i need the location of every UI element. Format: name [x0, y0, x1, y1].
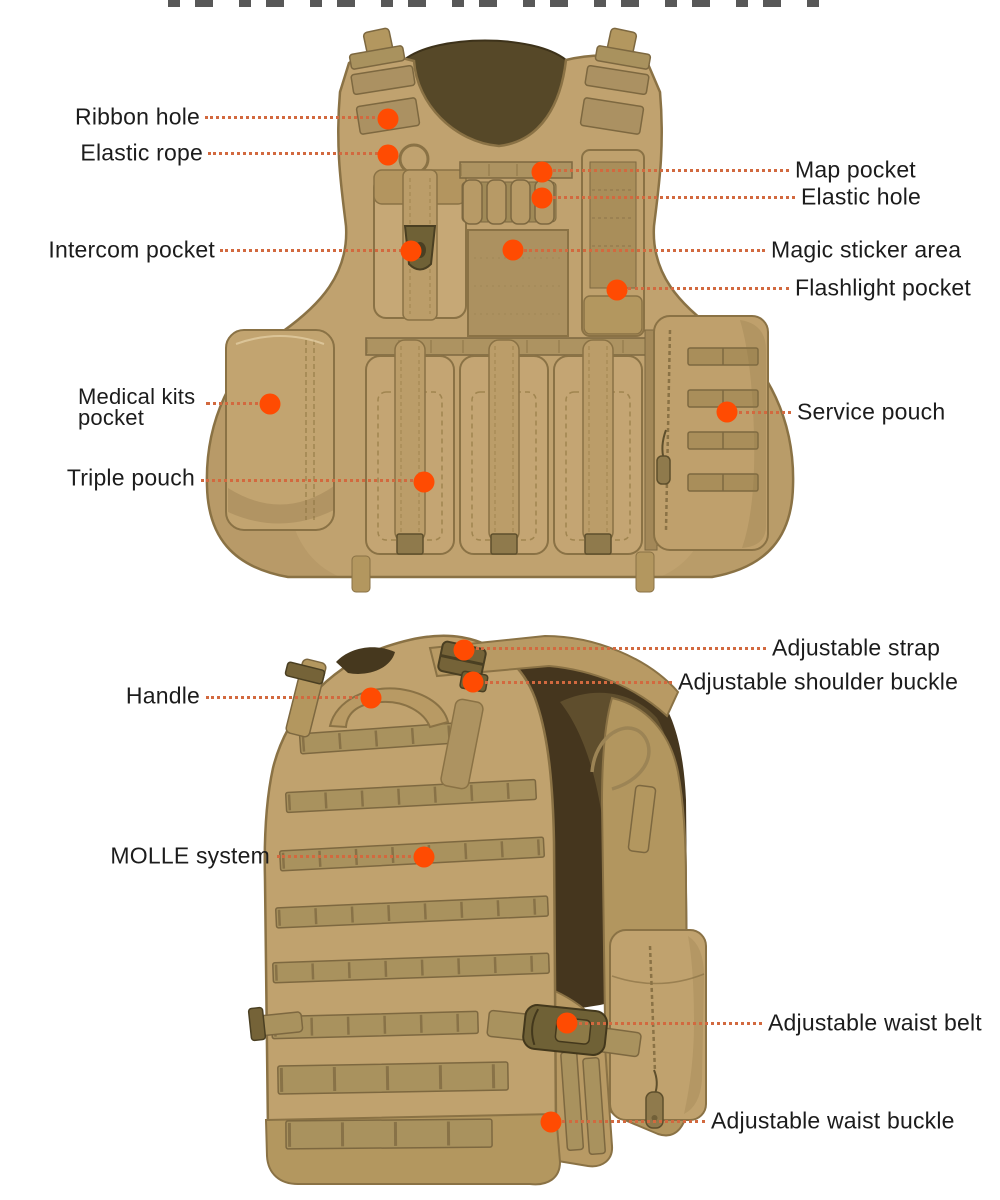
callout-dot	[413, 471, 435, 493]
leader-line	[476, 647, 766, 650]
leader-line	[562, 1119, 705, 1123]
callout-dot	[531, 187, 553, 209]
callout-label: Elastic hole	[801, 183, 922, 210]
callout-dot	[540, 1111, 562, 1133]
callout-dot	[531, 161, 553, 183]
callout-label: Magic sticker area	[771, 236, 962, 263]
ribbon-hole-webbing	[350, 64, 416, 96]
callout-label: Handle	[125, 682, 200, 709]
leader-line	[579, 1021, 762, 1025]
callout-label: Map pocket	[795, 156, 916, 183]
elastic-cord	[590, 726, 651, 791]
flashlight-pocket	[581, 149, 645, 337]
callout-dot	[462, 671, 484, 693]
leader-line	[208, 151, 384, 155]
leader-line	[553, 195, 795, 199]
callout-label: Intercom pocket	[48, 236, 215, 263]
callout-dot	[502, 239, 524, 261]
leader-line	[201, 478, 419, 482]
callout-label: Service pouch	[797, 398, 946, 425]
leader-line	[220, 249, 407, 252]
callout-dot	[377, 144, 399, 166]
callout-dot	[716, 401, 738, 423]
callout-label: Adjustable strap	[772, 634, 941, 661]
side-pouch	[609, 929, 707, 1129]
zipper-pull	[645, 1091, 664, 1129]
side-vest-illustration	[247, 634, 707, 1186]
adjustable-strap	[428, 634, 680, 718]
callout-dot	[556, 1012, 578, 1034]
callout-dot	[259, 393, 281, 415]
callout-label: Triple pouch	[66, 464, 195, 491]
collar-interior-side	[336, 647, 395, 674]
callout-dot	[453, 639, 475, 661]
molle-system-rows	[271, 721, 550, 1150]
callout-dot	[400, 240, 422, 262]
leader-line	[628, 286, 789, 290]
leader-line	[206, 695, 364, 699]
callout-label: Flashlight pocket	[795, 274, 971, 301]
callout-label: Ribbon hole	[75, 103, 200, 130]
leader-line	[277, 854, 417, 858]
callout-dot	[413, 846, 435, 868]
callout-label: Medical kits pocket	[78, 384, 196, 430]
leader-line	[553, 168, 789, 172]
leader-line	[206, 402, 266, 405]
callout-dot	[606, 279, 628, 301]
callout-label: Adjustable shoulder buckle	[678, 668, 959, 695]
medical-kits-pocket	[225, 329, 335, 531]
leader-line	[739, 410, 791, 414]
callout-dot	[377, 108, 399, 130]
leader-line	[205, 115, 381, 119]
leader-line	[485, 680, 672, 684]
callout-label: MOLLE system	[110, 842, 270, 869]
callout-label: Adjustable waist buckle	[711, 1107, 955, 1134]
leader-line	[524, 248, 765, 252]
triple-pouch	[365, 339, 643, 555]
cropped-banner-remnant	[168, 0, 832, 7]
front-vest-illustration	[205, 27, 795, 593]
callout-label: Elastic rope	[80, 139, 203, 166]
callout-label: Adjustable waist belt	[768, 1009, 982, 1036]
callout-dot	[360, 687, 382, 709]
service-pouch	[644, 315, 769, 551]
